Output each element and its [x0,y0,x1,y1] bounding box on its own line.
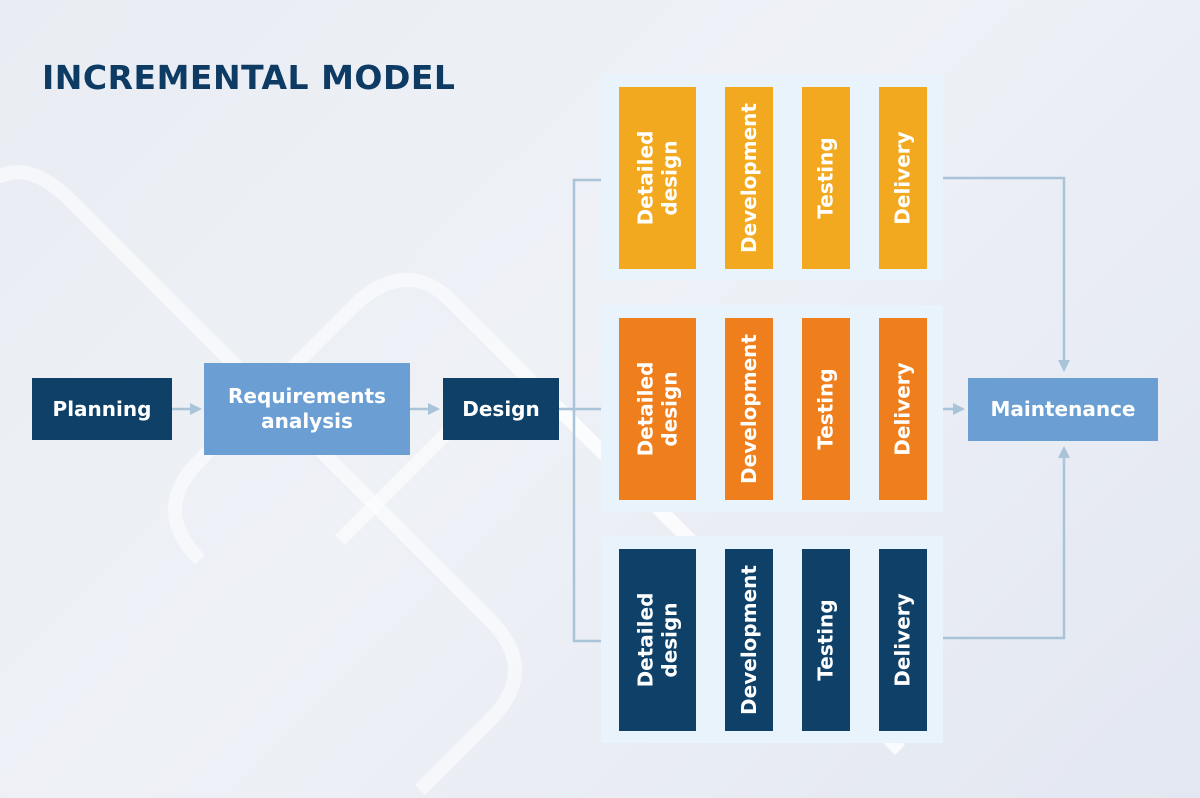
arrow-design-increment-3 [572,409,615,647]
arrow-increment-3-maintenance [927,446,1070,640]
stage-label: Development [737,103,762,253]
design-box: Design [443,378,559,440]
stage-label: Development [737,565,762,715]
design-label: Design [462,396,540,421]
increment-3-development: Development [725,549,773,731]
increment-3-delivery: Delivery [879,549,927,731]
increment-3-testing: Testing [802,549,850,731]
stage-label: Detailed design [633,130,682,226]
increment-2-development: Development [725,318,773,500]
stage-label: Delivery [891,131,916,225]
arrow-increment-1-maintenance [927,176,1070,372]
planning-label: Planning [52,396,152,421]
increment-2-detailed-design: Detailed design [619,318,696,500]
maintenance-box: Maintenance [968,378,1158,441]
increment-2-testing: Testing [802,318,850,500]
stage-label: Testing [814,137,838,219]
increment-1-testing: Testing [802,87,850,269]
stage-label: Testing [814,368,838,450]
stage-label: Delivery [891,362,916,456]
planning-box: Planning [32,378,172,440]
stage-label: Delivery [891,593,916,687]
increment-1-delivery: Delivery [879,87,927,269]
stage-label: Detailed design [633,592,682,688]
increment-1-development: Development [725,87,773,269]
requirements-box: Requirements analysis [204,363,410,455]
arrow-design-increment-1 [572,174,615,409]
stage-label: Detailed design [633,361,682,457]
maintenance-label: Maintenance [990,397,1136,421]
stage-label: Testing [814,599,838,681]
increment-3-detailed-design: Detailed design [619,549,696,731]
increment-1-detailed-design: Detailed design [619,87,696,269]
increment-2-delivery: Delivery [879,318,927,500]
page-title: INCREMENTAL MODEL [42,58,456,97]
stage-label: Development [737,334,762,484]
requirements-label: Requirements analysis [228,384,386,433]
